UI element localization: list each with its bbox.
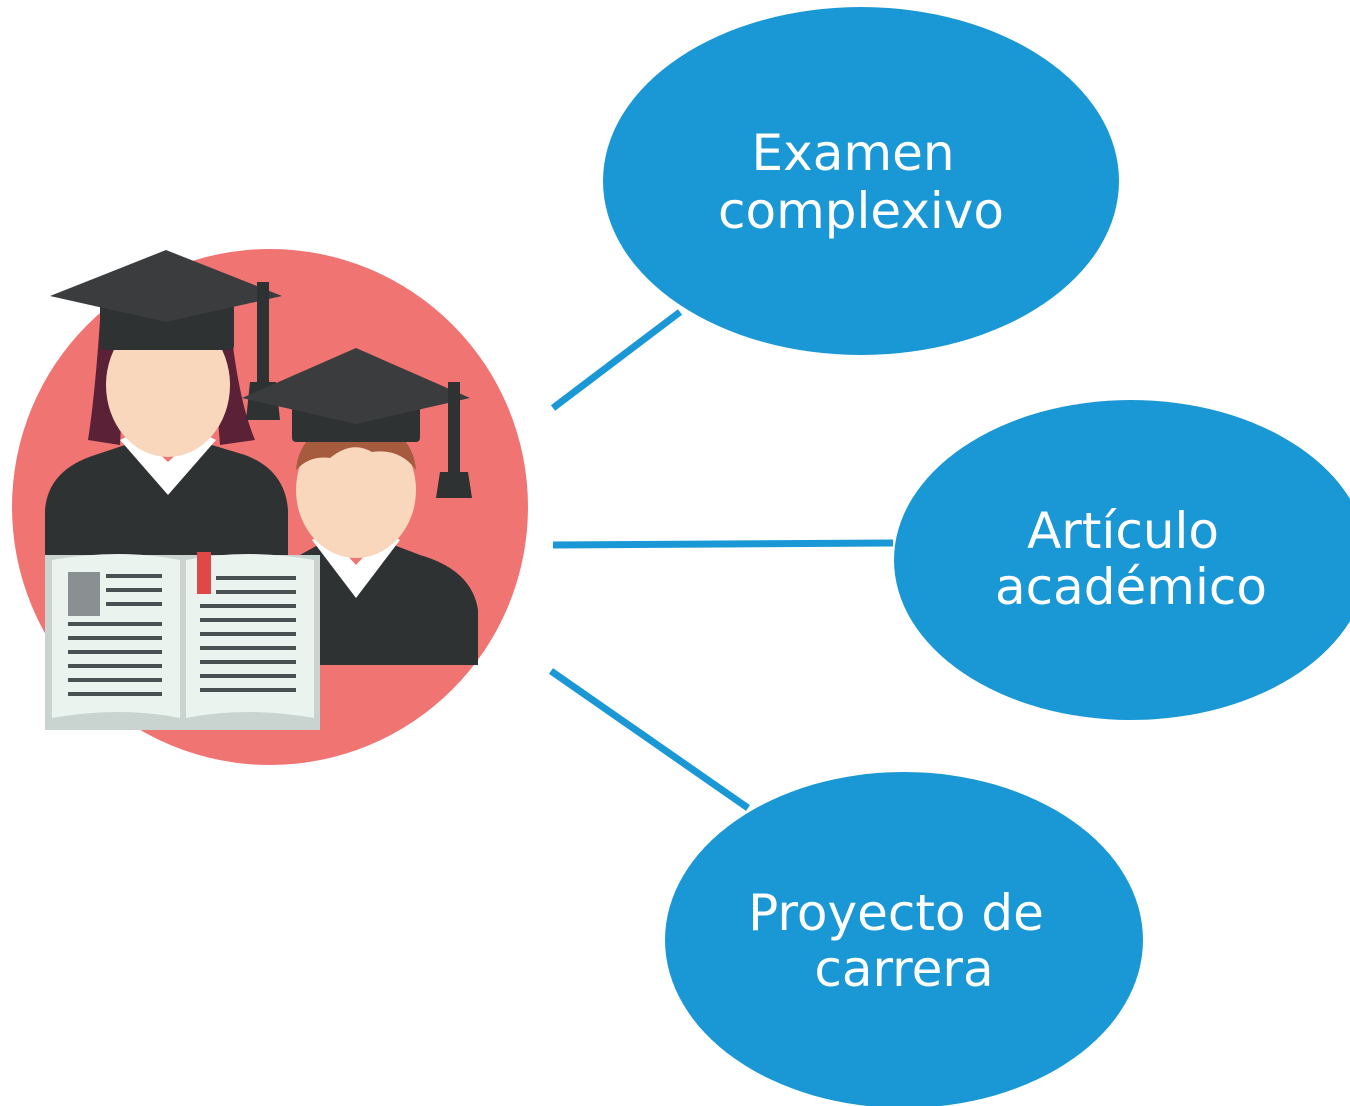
boy-cap: [242, 348, 470, 424]
node-articulo-academico: Artículo académico: [894, 400, 1350, 720]
node-articulo-line-2: académico: [995, 558, 1267, 616]
girl-cap: [50, 250, 282, 322]
node-examen-ellipse: [603, 7, 1119, 355]
node-examen-line-2: complexivo: [718, 182, 1004, 240]
open-book: [45, 552, 320, 730]
node-proyecto-line-1: Proyecto de: [748, 884, 1044, 942]
node-proyecto-ellipse: [665, 772, 1143, 1106]
node-articulo-line-1: Artículo: [1027, 502, 1219, 560]
connector-articulo: [552, 539, 894, 549]
svg-text:Proyecto de carrera: Proyecto de carrera: [748, 884, 1060, 998]
node-examen-line-1: Examen: [752, 124, 955, 182]
svg-text:Examen complexivo: Examen complexivo: [718, 124, 1004, 240]
connector-examen: [550, 309, 683, 411]
graduates-reading-book-icon: [12, 249, 528, 765]
node-examen-complexivo: Examen complexivo: [603, 7, 1119, 355]
node-articulo-ellipse: [894, 400, 1350, 720]
node-proyecto-de-carrera: Proyecto de carrera: [665, 772, 1143, 1106]
connector-proyecto: [549, 668, 750, 811]
node-proyecto-line-2: carrera: [814, 940, 993, 998]
svg-text:Artículo académico: Artículo académico: [995, 502, 1267, 616]
connectors: [549, 309, 894, 811]
